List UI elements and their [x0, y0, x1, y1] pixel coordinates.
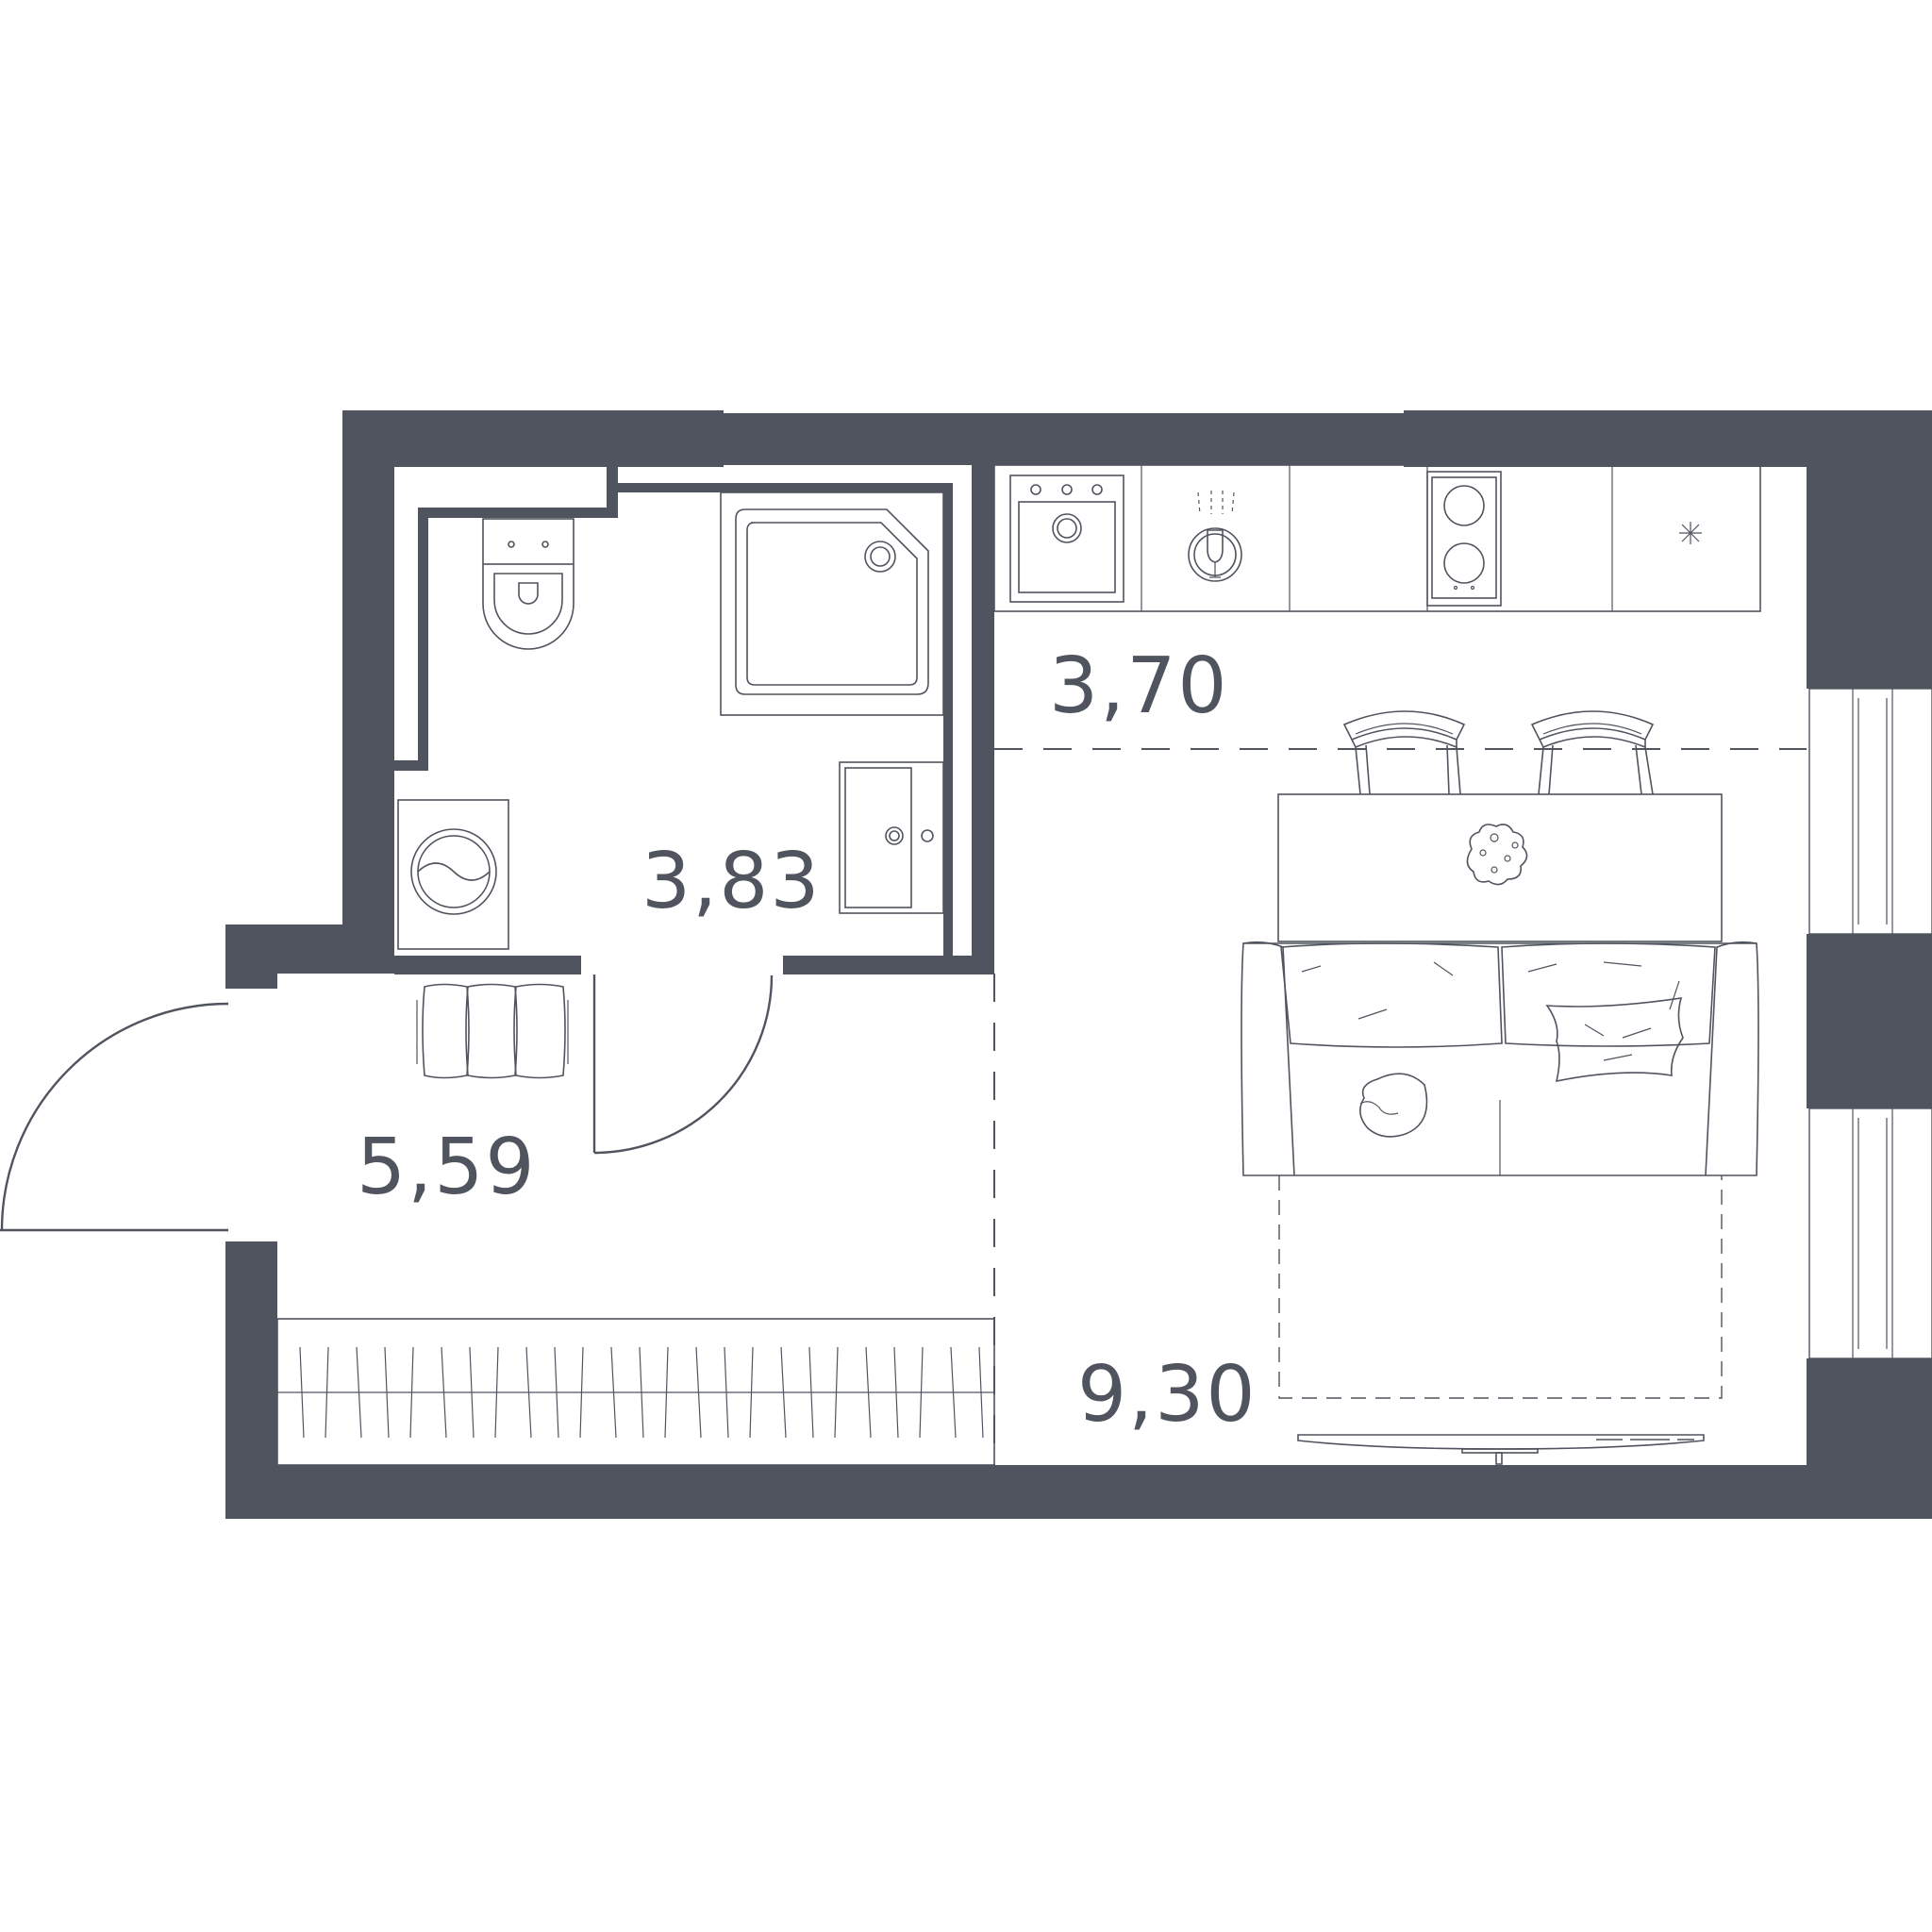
oven-icon [1009, 475, 1124, 603]
hanger-line [780, 1346, 787, 1439]
doors [0, 974, 774, 1232]
hanger-line [579, 1346, 584, 1439]
bathroom-fixtures [397, 491, 944, 950]
wall-shaft-left [418, 508, 428, 770]
area-label-bathroom: 3,83 [641, 837, 822, 926]
wall-bath-inner-right [943, 483, 953, 959]
wall-bath-inner-top [613, 483, 953, 492]
hanger-line [808, 1346, 814, 1439]
area-label-kitchen: 3,70 [1049, 641, 1229, 731]
hanger-line [384, 1346, 390, 1439]
hanger-line [695, 1346, 702, 1439]
hanger-line [494, 1346, 499, 1439]
hanger-line [409, 1346, 414, 1439]
wardrobe-icon [276, 1318, 995, 1466]
wall-bath-bottom-left [394, 956, 581, 974]
hanger-line [950, 1346, 957, 1439]
sofa-extension-outline [1278, 1175, 1723, 1399]
counter-outline [993, 464, 1761, 612]
hanger-line [299, 1346, 305, 1439]
hanger-line [525, 1346, 532, 1439]
fridge-icon [1679, 522, 1702, 544]
tv-icon [1297, 1434, 1705, 1465]
hanger-line [978, 1346, 984, 1439]
sofa-icon [1241, 941, 1759, 1399]
kitchen-sink-icon [1188, 491, 1242, 582]
hallway-furniture [276, 983, 995, 1466]
area-label-living: 9,30 [1077, 1350, 1257, 1440]
chair-right-icon [1530, 710, 1655, 795]
wall-top-middle [342, 413, 1406, 465]
hanger-line [664, 1346, 669, 1439]
sink-icon [839, 761, 944, 914]
wall-shaft-bottom [394, 760, 428, 771]
wall-shaft-horizontal [418, 508, 618, 518]
area-labels: 3,83 3,70 5,59 9,30 [357, 641, 1257, 1440]
wall-right-lower [1807, 1358, 1932, 1467]
wall-hall-top [277, 924, 394, 974]
pouf-icon [416, 983, 569, 1079]
plant-icon [1466, 824, 1528, 886]
windows [1808, 688, 1932, 1359]
window-lower [1808, 1108, 1932, 1359]
hanger-line [893, 1346, 899, 1439]
hanger-line [441, 1346, 447, 1439]
hanger-line [749, 1346, 754, 1439]
hanger-line [469, 1346, 475, 1439]
kitchen-units [993, 464, 1761, 612]
bathroom-door [592, 974, 774, 1155]
hanger-line [610, 1346, 617, 1439]
hanger-line [325, 1346, 329, 1439]
chair-left-icon [1342, 710, 1466, 795]
hanger-line [865, 1346, 872, 1439]
area-label-hallway: 5,59 [357, 1123, 537, 1212]
dining-table-icon [1277, 793, 1723, 942]
hanger-line [724, 1346, 729, 1439]
hanger-line [834, 1346, 839, 1439]
cooktop-icon [1426, 471, 1502, 607]
wall-left-lower [225, 1241, 277, 1519]
wall-left-upper [342, 410, 394, 924]
window-upper [1808, 688, 1932, 935]
wall-bath-bottom-right [783, 956, 994, 974]
shower-tray-icon [720, 491, 944, 716]
wall-right-middle [1807, 934, 1932, 1108]
hangers [299, 1346, 984, 1439]
hanger-line [919, 1346, 924, 1439]
wall-bottom [225, 1465, 1932, 1519]
living-furniture [1241, 710, 1759, 1465]
wall-shaft-vertical [607, 465, 618, 508]
hanger-line [356, 1346, 362, 1439]
hanger-line [554, 1346, 559, 1439]
wall-right-upper [1807, 410, 1932, 689]
toilet-icon [482, 518, 575, 650]
walls [225, 410, 1932, 1519]
entrance-door [0, 1002, 229, 1232]
washing-machine-icon [397, 799, 509, 950]
wall-entry-stub [225, 924, 277, 989]
wall-bath-kitchen [972, 464, 994, 974]
hanger-line [639, 1346, 644, 1439]
